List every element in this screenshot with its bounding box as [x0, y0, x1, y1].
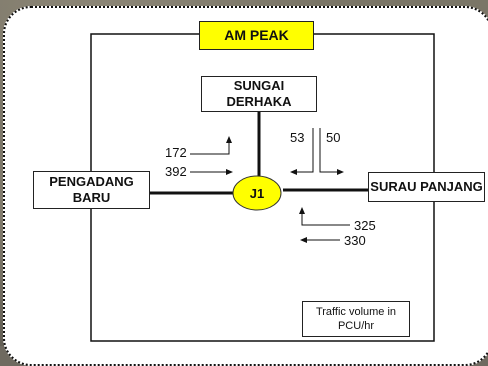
volume-north-left: 53 — [290, 130, 305, 145]
north-approach-box: SUNGAI DERHAKA — [201, 76, 317, 112]
east-approach-box: SURAU PANJANG — [368, 172, 485, 202]
arrowhead-north-right — [337, 169, 344, 175]
title-box: AM PEAK — [199, 21, 314, 50]
volume-east-right-turn: 325 — [354, 218, 376, 233]
arrowhead-west-left-turn — [226, 136, 232, 143]
junction-label: J1 — [250, 186, 264, 201]
north-approach-label: SUNGAI DERHAKA — [226, 78, 292, 109]
arrow-west-left-turn — [190, 142, 230, 155]
junction-node — [232, 175, 282, 211]
volume-north-right: 50 — [326, 130, 341, 145]
legend-text: Traffic volume in PCU/hr — [315, 306, 397, 332]
arrowhead-north-left — [290, 169, 297, 175]
legend-box: Traffic volume in PCU/hr — [302, 301, 410, 337]
volume-west-left-turn: 172 — [165, 145, 187, 160]
arrowhead-east-right-turn — [299, 207, 305, 214]
arrow-north-left — [296, 128, 314, 173]
east-approach-label: SURAU PANJANG — [370, 179, 483, 195]
title-text: AM PEAK — [224, 27, 289, 44]
volume-east-through: 330 — [344, 233, 366, 248]
west-approach-box: PENGADANG BARU — [33, 171, 150, 209]
road-diagram: J1 — [90, 33, 435, 342]
west-approach-label: PENGADANG BARU — [49, 174, 134, 205]
volume-west-through: 392 — [165, 164, 187, 179]
arrowhead-east-through — [300, 237, 307, 243]
arrow-north-right — [319, 128, 338, 173]
arrow-east-right-turn — [301, 213, 350, 226]
arrowhead-west-through — [226, 169, 233, 175]
